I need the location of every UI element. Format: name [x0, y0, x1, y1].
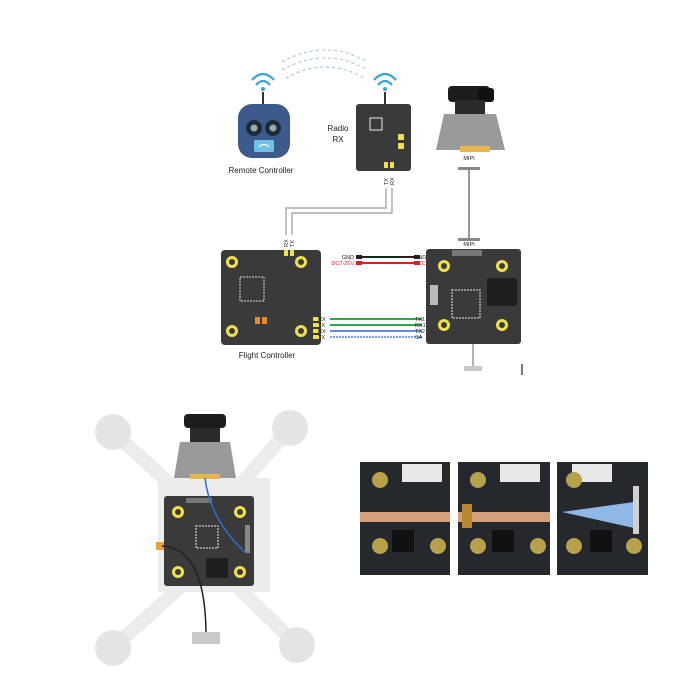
quad-camera	[174, 414, 236, 479]
vtx-uart-4: SA	[415, 335, 423, 341]
wifi-icon	[251, 72, 275, 91]
camera-top: MIPI MIPI	[436, 86, 505, 248]
fc-uart-3: RX	[318, 329, 326, 335]
radio-rx: Radio RX TX RX	[328, 72, 411, 185]
flight-controller: RX TX Flight Controller	[221, 239, 321, 360]
fc-uart-4: TX	[318, 335, 325, 341]
vtx-uart-2: RX1	[415, 323, 426, 329]
fc-pin-rx: RX	[284, 239, 290, 247]
flight-controller-label: Flight Controller	[239, 351, 296, 360]
fc-uart-1: RX	[318, 317, 326, 323]
uart-wires: RX TX RX TX TX1 RX1 TX2 SA	[318, 317, 426, 341]
quad-vtx-board	[156, 477, 254, 644]
power-left-vin: DC7-26V	[331, 261, 354, 267]
board-photo-3	[557, 462, 648, 575]
power-right-gnd: GND	[414, 255, 426, 261]
rx-fc-wires	[285, 188, 393, 235]
power-left-gnd: GND	[342, 255, 354, 261]
board-photo-2	[458, 462, 550, 575]
fc-uart-2: TX	[318, 323, 325, 329]
remote-controller: Remote Controller	[229, 72, 294, 175]
rx-pin-rx: RX	[390, 177, 396, 185]
remote-controller-label: Remote Controller	[229, 166, 294, 175]
board-mipi-label: MIPI	[463, 242, 475, 248]
board-photo-1	[360, 462, 450, 575]
radio-rx-label-2: RX	[332, 135, 344, 144]
wireless-link	[281, 49, 369, 79]
power-wires: GND DC7-26V GND VCC	[331, 255, 426, 267]
vtx-uart-3: TX2	[415, 329, 425, 335]
fc-pin-tx: TX	[290, 240, 296, 247]
vtx-uart-1: TX1	[415, 317, 425, 323]
vtx-board	[426, 249, 521, 371]
power-right-vcc: VCC	[414, 261, 426, 267]
camera-mipi-label: MIPI	[463, 156, 475, 162]
radio-rx-label-1: Radio	[328, 124, 349, 133]
wifi-icon	[373, 72, 397, 91]
rx-pin-tx: TX	[384, 178, 390, 185]
